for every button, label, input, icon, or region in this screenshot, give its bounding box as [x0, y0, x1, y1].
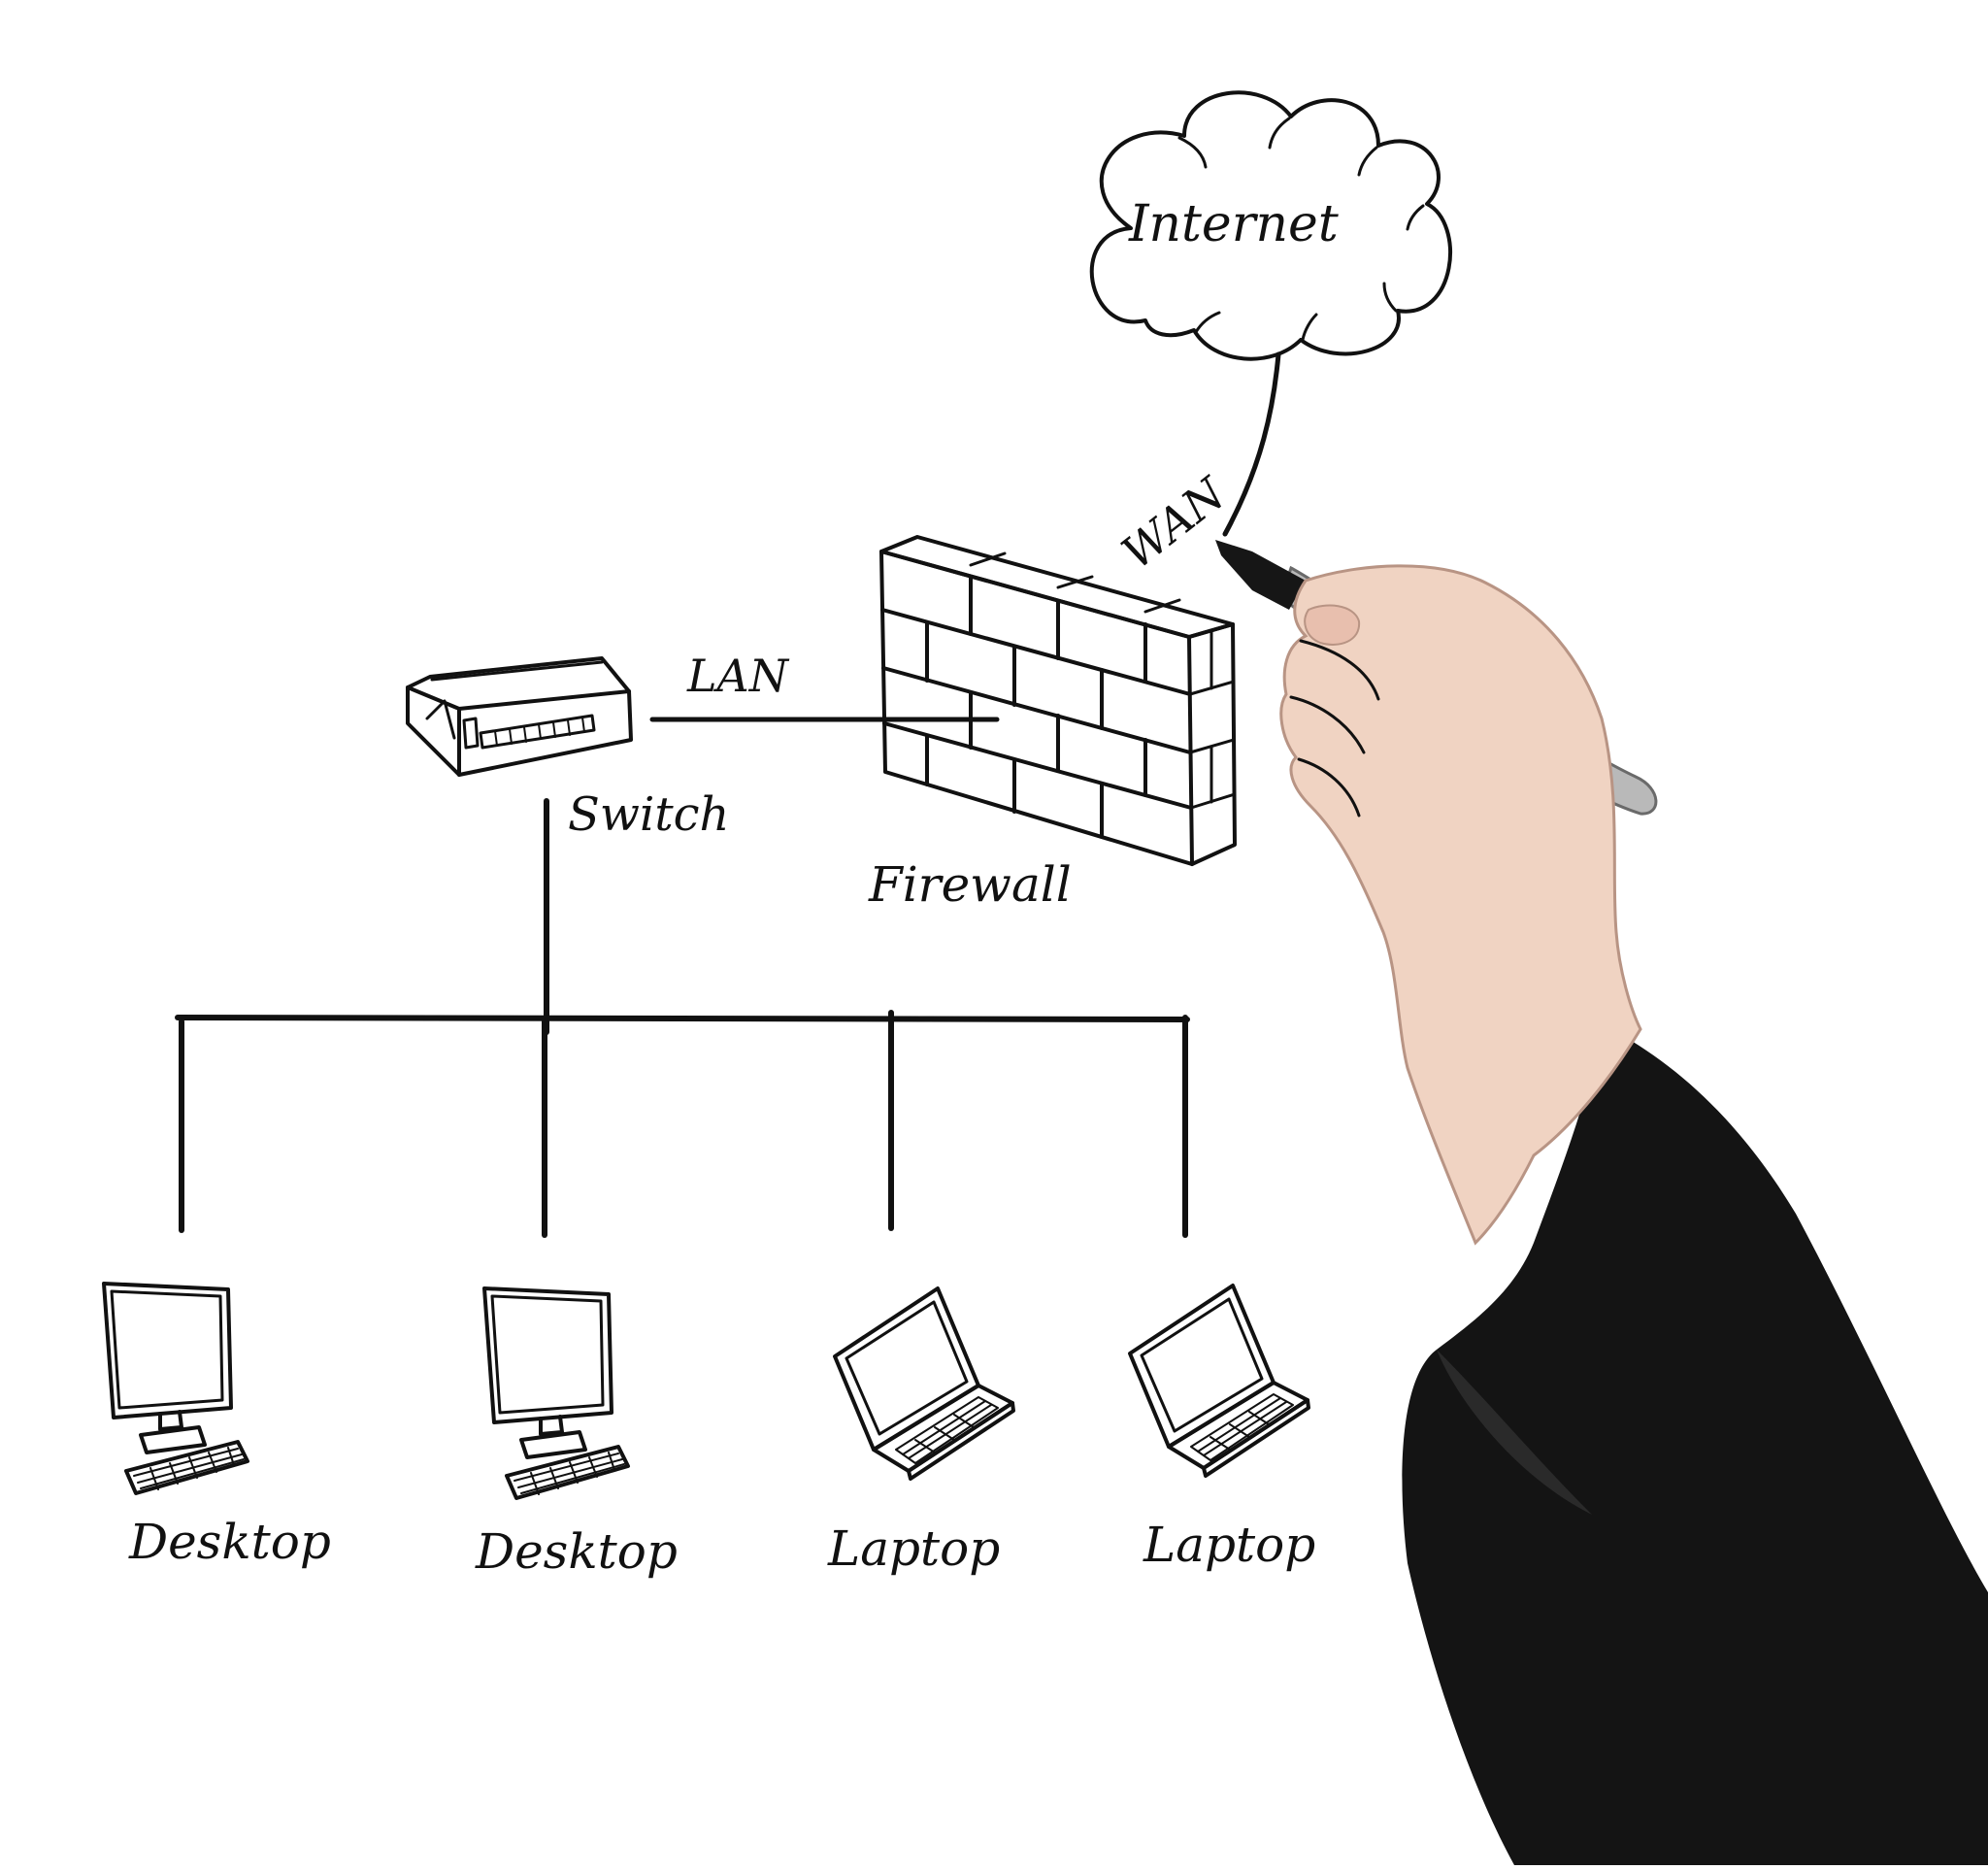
- firewall-label: Firewall: [868, 856, 1072, 913]
- hand-with-marker: [1215, 540, 1988, 1865]
- switch-label: Switch: [568, 787, 729, 842]
- laptop-2-label: Laptop: [1143, 1517, 1315, 1573]
- laptop-1-icon: [833, 1286, 1015, 1481]
- desktop-1-icon: [102, 1282, 249, 1495]
- desktop-2-label: Desktop: [475, 1523, 678, 1580]
- switch-icon: [406, 656, 633, 777]
- desktop-1-label: Desktop: [128, 1514, 331, 1570]
- wan-link: [1222, 351, 1281, 537]
- laptop-1-label: Laptop: [827, 1520, 1000, 1577]
- desktop-2-icon: [482, 1286, 630, 1500]
- internet-label: Internet: [1128, 195, 1339, 253]
- hand: [1279, 564, 1642, 1246]
- internet-cloud: [1089, 90, 1452, 361]
- wan-label: WAN: [1112, 466, 1237, 580]
- distribution-bus: [175, 798, 1190, 1238]
- sleeve: [1402, 1024, 1988, 1865]
- laptop-2-icon: [1128, 1284, 1310, 1478]
- lan-label: LAN: [686, 650, 790, 702]
- firewall-icon: [879, 535, 1237, 866]
